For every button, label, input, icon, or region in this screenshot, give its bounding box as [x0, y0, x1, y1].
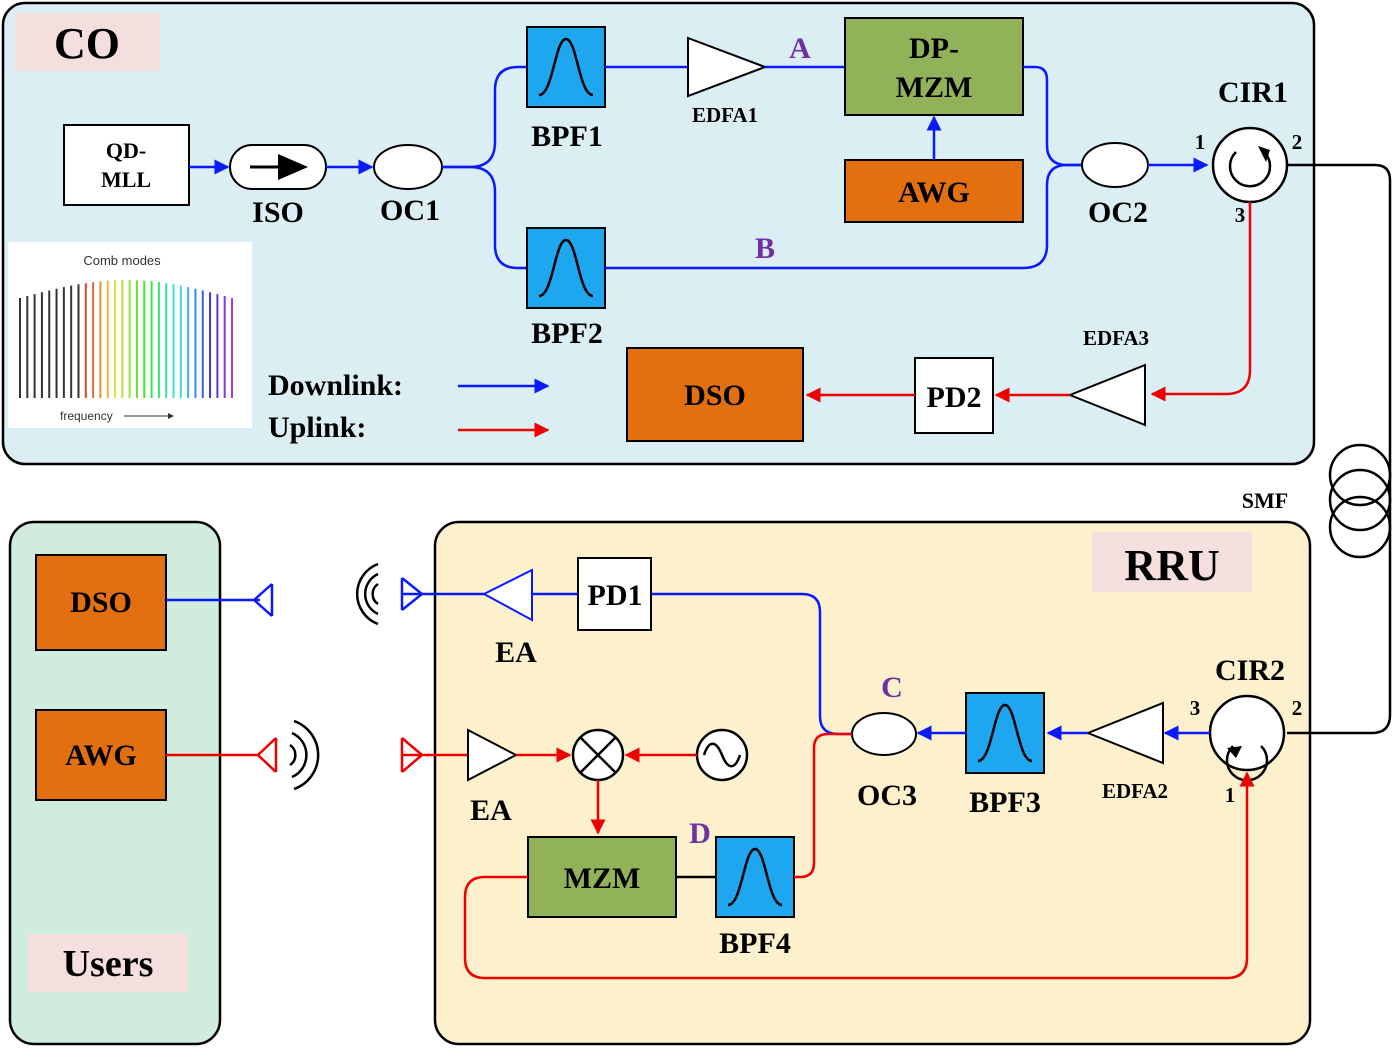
- edfa2-label: EDFA2: [1102, 779, 1168, 803]
- edfa3-amplifier-icon: [1067, 363, 1146, 427]
- ea-top-amplifier-icon: [481, 568, 533, 622]
- edfa1-label: EDFA1: [692, 103, 758, 127]
- oc1-label: OC1: [380, 194, 440, 227]
- user-rx-antenna-icon: [252, 583, 274, 617]
- pd1-box: [577, 557, 652, 631]
- cir2-port-3: 3: [1190, 696, 1201, 720]
- point-c-label: C: [881, 671, 903, 704]
- dso-co-label: DSO: [684, 379, 746, 412]
- dp-mzm-label-2: MZM: [896, 71, 973, 104]
- mzm-box: [527, 836, 677, 918]
- cir1-port-3: 3: [1235, 203, 1246, 227]
- bpf1-label: BPF1: [531, 120, 603, 153]
- dp-mzm-box: [844, 17, 1024, 116]
- iso-label: ISO: [252, 196, 304, 229]
- oc1-coupler: [373, 144, 443, 190]
- bpf4-filter: [714, 835, 796, 919]
- users-tag: Users: [63, 943, 154, 985]
- local-oscillator-icon: [695, 728, 749, 782]
- awg-user-label: AWG: [65, 739, 137, 772]
- edfa1-amplifier-icon: [687, 36, 768, 98]
- oc3-coupler: [851, 712, 917, 756]
- users-tag-bg: [28, 934, 188, 992]
- rru-tx-antenna-icon: [400, 577, 425, 611]
- comb-lines: [19, 280, 233, 398]
- bpf3-filter: [964, 691, 1046, 775]
- legend-downlink-label: Downlink:: [268, 369, 403, 402]
- cir2-port-1: 1: [1225, 783, 1236, 807]
- user-tx-antenna-icon: [256, 737, 278, 773]
- smf-label: SMF: [1242, 488, 1288, 513]
- cir1-circulator: [1211, 126, 1289, 204]
- ea-top-label: EA: [495, 636, 537, 669]
- mixer-icon: [571, 728, 625, 782]
- point-d-label: D: [689, 817, 711, 850]
- oc3-label: OC3: [857, 779, 917, 812]
- edfa2-amplifier-icon: [1085, 701, 1164, 765]
- cir1-port-2: 2: [1292, 130, 1303, 154]
- qd-mll-label-1: QD-: [106, 138, 146, 163]
- co-tag-bg: [15, 13, 160, 71]
- awg-co-box: [844, 159, 1024, 223]
- point-a-label: A: [789, 32, 811, 65]
- oc2-coupler: [1081, 142, 1149, 188]
- cir2-port-2: 2: [1292, 696, 1303, 720]
- legend-uplink-label: Uplink:: [268, 411, 366, 444]
- dso-user-box: [35, 554, 167, 651]
- co-tag: CO: [54, 19, 120, 68]
- cir1-port-1: 1: [1195, 130, 1206, 154]
- oc2-label: OC2: [1088, 196, 1148, 229]
- edfa3-label: EDFA3: [1083, 326, 1149, 350]
- dso-co-box: [626, 347, 804, 442]
- bpf2-filter: [525, 226, 607, 310]
- pd1-label: PD1: [588, 579, 643, 612]
- pd2-label: PD2: [927, 381, 982, 414]
- rru-tag: RRU: [1124, 541, 1219, 590]
- bpf2-label: BPF2: [531, 317, 603, 350]
- bpf4-label: BPF4: [719, 927, 791, 960]
- bpf1-filter: [525, 25, 607, 109]
- smf-fiber-spool-icon: [1328, 443, 1392, 559]
- ea-bottom-amplifier-icon: [467, 728, 519, 782]
- user-radio-waves-icon: [289, 719, 320, 791]
- cir2-label: CIR2: [1215, 654, 1285, 687]
- qd-mll-box: [63, 124, 190, 206]
- cir1-rotation-icon: [1228, 151, 1272, 188]
- pd2-box: [914, 357, 994, 434]
- qd-mll-label-2: MLL: [101, 167, 151, 192]
- comb-inset-title: Comb modes: [83, 253, 161, 268]
- comb-inset-xlabel: frequency: [60, 409, 113, 423]
- rru-tag-bg: [1092, 532, 1252, 592]
- isolator-arrow-icon: [278, 154, 308, 180]
- rru-radio-waves-icon: [355, 562, 379, 626]
- point-b-label: B: [755, 232, 775, 265]
- cir1-label: CIR1: [1218, 76, 1288, 109]
- awg-co-label: AWG: [898, 176, 970, 209]
- dso-user-label: DSO: [70, 586, 132, 619]
- mzm-label: MZM: [564, 862, 641, 895]
- ea-bottom-label: EA: [470, 794, 512, 827]
- bpf3-label: BPF3: [969, 786, 1041, 819]
- dp-mzm-label-1: DP-: [909, 32, 959, 65]
- cir2-circulator: [1208, 694, 1286, 772]
- co-region: [1, 1, 1316, 466]
